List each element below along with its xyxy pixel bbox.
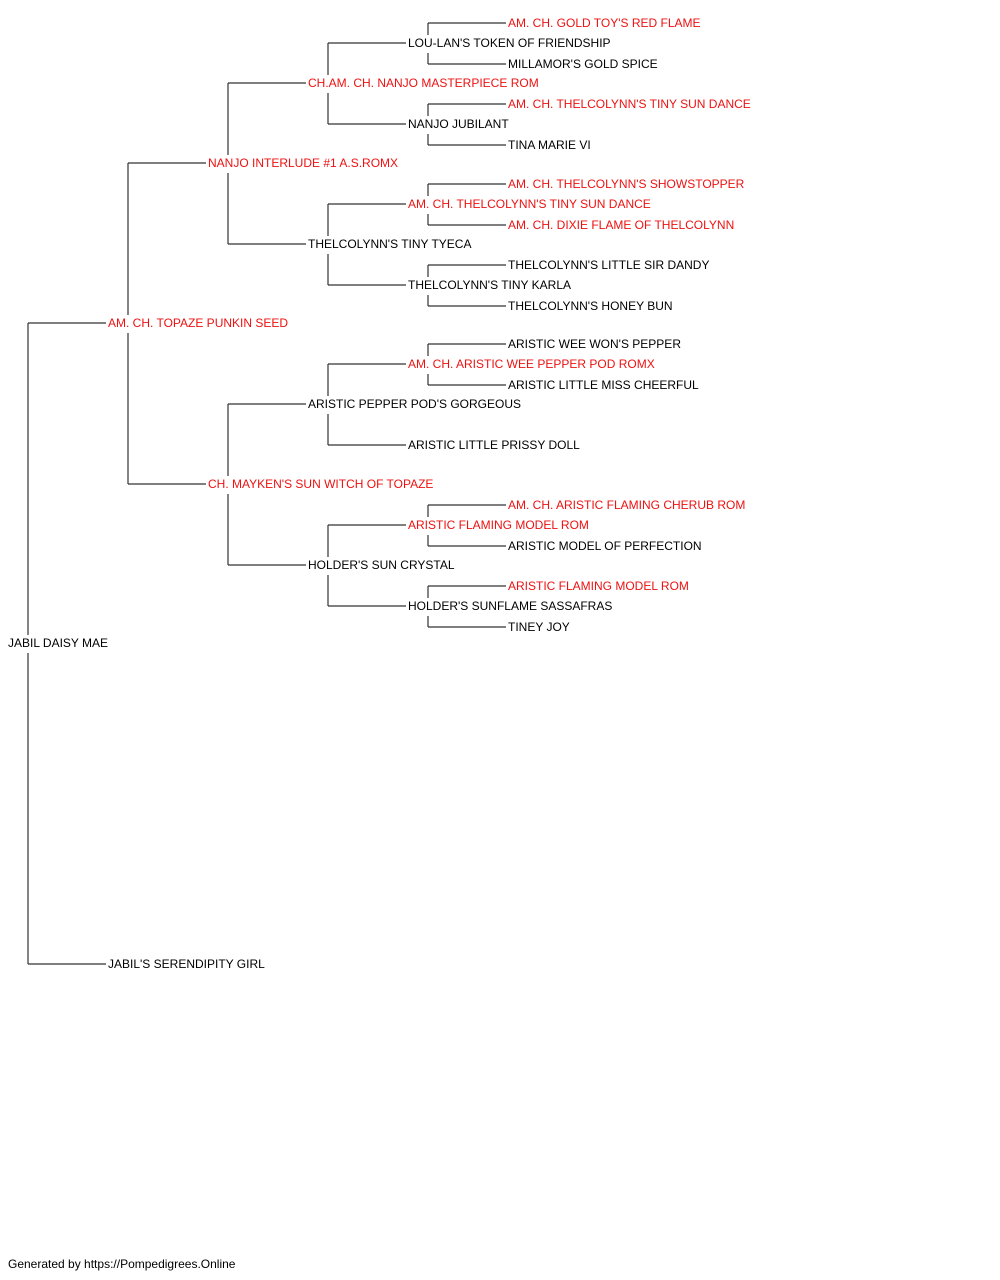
pedigree-node: AM. CH. DIXIE FLAME OF THELCOLYNN (506, 218, 737, 232)
pedigree-node: ARISTIC WEE WON'S PEPPER (506, 337, 683, 351)
pedigree-node: AM. CH. ARISTIC WEE PEPPER POD ROMX (406, 357, 657, 371)
pedigree-node: ARISTIC PEPPER POD'S GORGEOUS (306, 397, 523, 411)
pedigree-node: ARISTIC FLAMING MODEL ROM (406, 518, 591, 532)
pedigree-node: THELCOLYNN'S LITTLE SIR DANDY (506, 258, 712, 272)
pedigree-node: CH.AM. CH. NANJO MASTERPIECE ROM (306, 76, 541, 90)
pedigree-node: AM. CH. THELCOLYNN'S TINY SUN DANCE (506, 97, 753, 111)
pedigree-node: ARISTIC LITTLE MISS CHEERFUL (506, 378, 701, 392)
generated-by-footer: Generated by https://Pompedigrees.Online (8, 1257, 236, 1271)
pedigree-node: CH. MAYKEN'S SUN WITCH OF TOPAZE (206, 477, 436, 491)
pedigree-node: AM. CH. ARISTIC FLAMING CHERUB ROM (506, 498, 748, 512)
pedigree-node: MILLAMOR'S GOLD SPICE (506, 57, 660, 71)
pedigree-node: HOLDER'S SUNFLAME SASSAFRAS (406, 599, 615, 613)
pedigree-node: THELCOLYNN'S HONEY BUN (506, 299, 675, 313)
pedigree-node: JABIL'S SERENDIPITY GIRL (106, 957, 267, 971)
pedigree-node: HOLDER'S SUN CRYSTAL (306, 558, 457, 572)
pedigree-node: AM. CH. THELCOLYNN'S SHOWSTOPPER (506, 177, 747, 191)
pedigree-node: AM. CH. GOLD TOY'S RED FLAME (506, 16, 703, 30)
pedigree-node: JABIL DAISY MAE (6, 636, 111, 650)
pedigree-node: AM. CH. TOPAZE PUNKIN SEED (106, 316, 291, 330)
pedigree-node: AM. CH. THELCOLYNN'S TINY SUN DANCE (406, 197, 653, 211)
pedigree-node: NANJO INTERLUDE #1 A.S.ROMX (206, 156, 401, 170)
pedigree-node: TINEY JOY (506, 620, 572, 634)
pedigree-node: ARISTIC FLAMING MODEL ROM (506, 579, 691, 593)
pedigree-node: ARISTIC MODEL OF PERFECTION (506, 539, 704, 553)
pedigree-node: THELCOLYNN'S TINY TYECA (306, 237, 474, 251)
pedigree-node: LOU-LAN'S TOKEN OF FRIENDSHIP (406, 36, 613, 50)
pedigree-node: THELCOLYNN'S TINY KARLA (406, 278, 574, 292)
pedigree-node: ARISTIC LITTLE PRISSY DOLL (406, 438, 582, 452)
pedigree-node: NANJO JUBILANT (406, 117, 511, 131)
pedigree-node: TINA MARIE VI (506, 138, 593, 152)
